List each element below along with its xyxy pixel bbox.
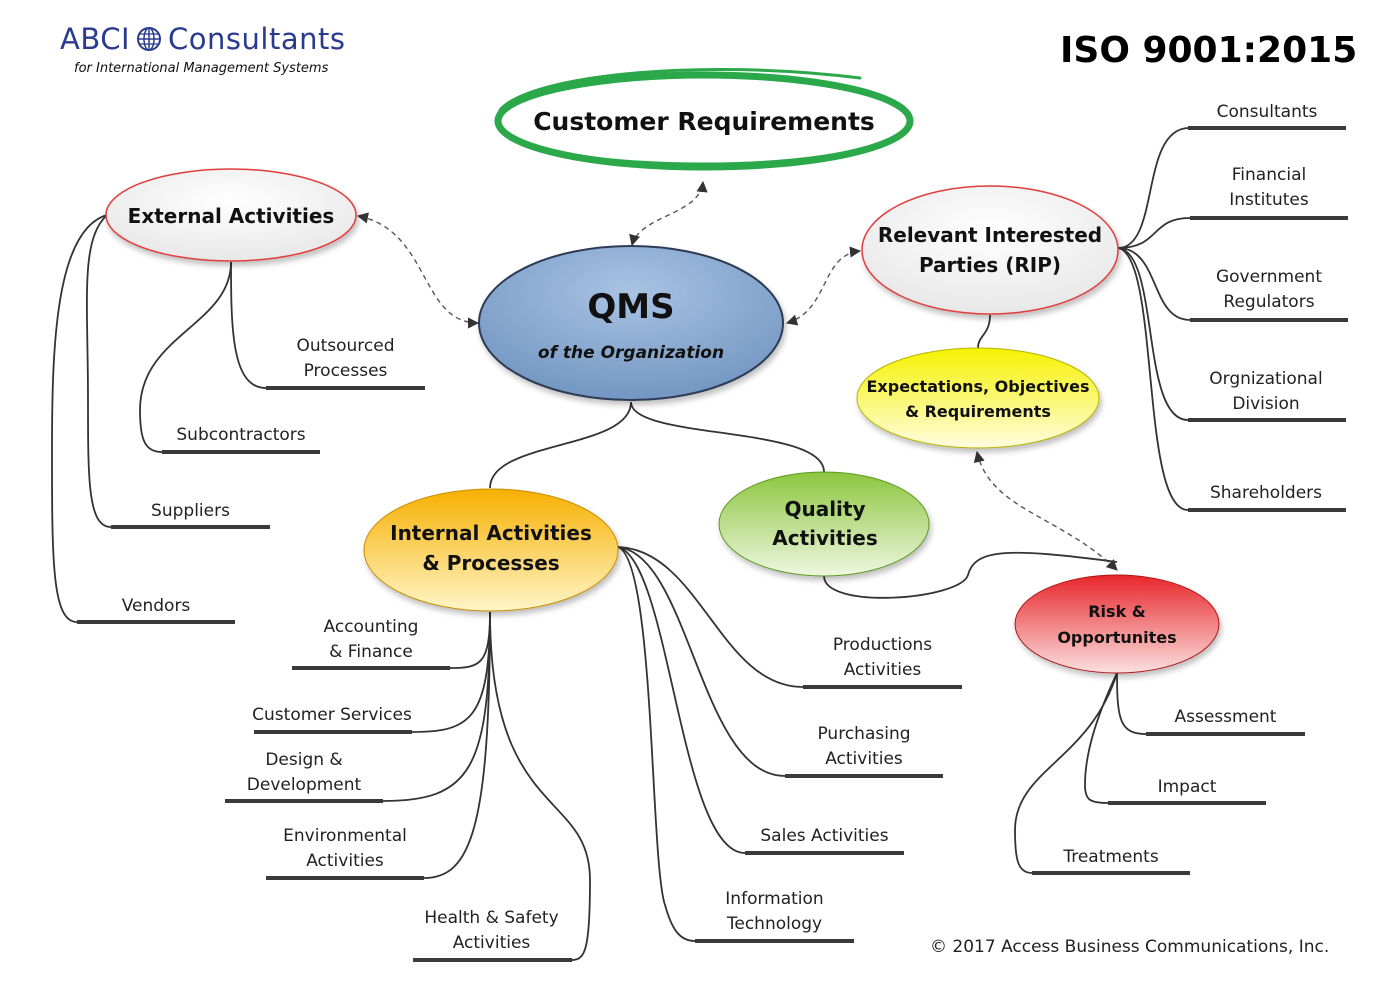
rip-leaf-financial: Financial Institutes [1229,165,1309,210]
quality-activities-label: Quality Activities [772,497,878,550]
external-leaf-outsourced: Outsourced Processes [296,336,395,381]
rip-leaf-division: Orgnizational Division [1209,369,1323,414]
leaf-underlines [77,126,1348,962]
expectations-label: Expectations, Objectives & Requirements [866,377,1090,421]
customer-ring [494,67,914,171]
internal-leaf-customer-services: Customer Services [252,705,412,725]
qms-external-link [356,212,480,329]
qms-rip-link [785,246,862,326]
qms-title: QMS [587,287,675,327]
internal-leaf-it: Information Technology [725,889,824,934]
copyright-notice: © 2017 Access Business Communications, I… [930,937,1330,957]
risk-leaf-impact: Impact [1157,777,1217,797]
customer-requirements-label: Customer Requirements [533,106,875,136]
internal-leaf-sales: Sales Activities [760,826,889,846]
qms-subtitle: of the Organization [537,343,725,363]
risk-node-shape [1014,574,1220,674]
risk-leaf-treatments: Treatments [1063,847,1159,867]
internal-leaf-design: Design & Development [246,750,362,795]
qms-node-shape [478,245,784,401]
internal-leaf-purchasing: Purchasing Activities [817,724,911,769]
expect-risk-link [973,450,1118,571]
expectations-node-shape [856,347,1100,449]
external-leaf-suppliers: Suppliers [151,501,230,521]
logo-name: ABCI [60,22,131,56]
quality-node-shape [718,471,930,577]
globe-icon [137,27,162,51]
external-node-shape [105,168,357,262]
internal-leaf-environmental: Environmental Activities [283,826,407,871]
logo-tagline: for International Management Systems [74,61,329,76]
rip-label: Relevant Interested Parties (RIP) [877,223,1103,277]
rip-node-shape [861,185,1119,315]
qms-quality-branch [630,401,825,473]
dashed-connectors [356,180,1118,571]
standard-title: ISO 9001:2015 [1060,30,1358,71]
qms-internal-branch [489,401,632,489]
rip-expect-branch [977,314,991,349]
logo-company: Consultants [168,22,346,56]
solid-connectors [51,127,1191,961]
external-leaf-vendors: Vendors [121,596,191,616]
internal-node-shape [363,488,619,612]
internal-activities-label: Internal Activities & Processes [390,521,592,575]
rip-leaf-consultants: Consultants [1216,102,1318,122]
logo: ABCI Consultants [60,22,345,56]
qms-customer-link [629,180,708,247]
rip-leaf-government: Government Regulators [1215,267,1323,312]
external-leaf-subcontractors: Subcontractors [176,425,306,445]
risk-leaf-assessment: Assessment [1174,707,1277,727]
rip-leaf-shareholders: Shareholders [1209,483,1323,503]
risk-opportunities-label: Risk & Opportunites [1057,602,1177,647]
quality-risk-branch [823,551,1118,599]
external-activities-label: External Activities [127,204,335,228]
internal-leaf-health-safety: Health & Safety Activities [424,908,559,953]
internal-leaf-accounting: Accounting & Finance [323,617,419,662]
internal-leaf-productions: Productions Activities [832,635,933,680]
